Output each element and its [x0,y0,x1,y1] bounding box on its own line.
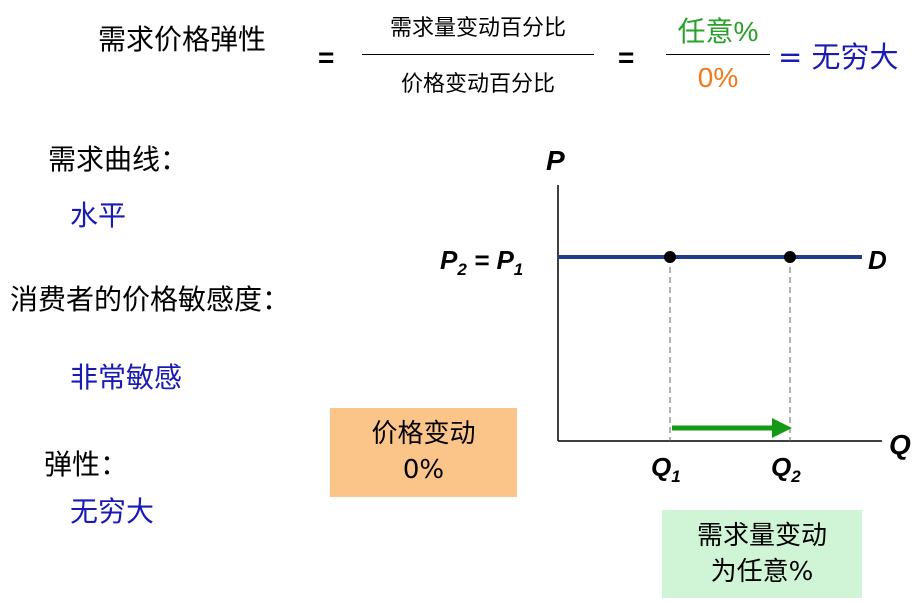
quantity-change-box: 需求量变动 为任意% [662,510,862,598]
arrowhead-icon [772,418,792,438]
ratio-numerator: 任意% [677,16,759,47]
y-axis-label: P [546,145,565,176]
demand-curve-value: 水平 [70,199,127,232]
q1-subscript: 1 [671,467,680,486]
demand-curve-label: D [868,245,887,275]
price-label: P2 = P1 [440,245,523,279]
point-q1 [664,251,676,263]
equation-left: 需求价格弹性 [98,23,267,56]
price-change-box: 价格变动 0% [330,408,517,497]
q1-main: Q [651,452,671,482]
demand-curve-label: 需求曲线： [48,143,189,176]
price-p1-subscript: 1 [514,260,523,279]
sensitivity-label: 消费者的价格敏感度： [10,283,291,316]
elasticity-label: 弹性： [44,448,129,481]
point-q2 [784,251,796,263]
quantity-change-line1: 需求量变动 [696,521,827,551]
sensitivity-value: 非常敏感 [70,361,183,394]
fraction-line [362,54,594,55]
elasticity-value: 无穷大 [70,495,155,528]
price-change-line1: 价格变动 [371,419,476,449]
fraction-numerator: 需求量变动百分比 [389,16,566,41]
equation-result: = 无穷大 [778,40,899,74]
q2-main: Q [771,452,791,482]
price-p2-subscript: 2 [456,260,467,279]
q2-label: Q2 [771,452,801,486]
price-change-line2: 0% [402,455,445,485]
equals-sign-2: = [618,42,635,73]
quantity-change-line2: 为任意% [710,557,814,587]
ratio-denominator: 0% [697,62,739,93]
price-p2: P [440,245,458,275]
ratio-line [666,54,770,55]
equals-sign-1: = [318,42,335,73]
q1-label: Q1 [651,452,681,486]
x-axis-label: Q [889,429,911,460]
q2-subscript: 2 [790,467,801,486]
price-p1: = P [467,245,515,275]
fraction-denominator: 价格变动百分比 [400,72,555,97]
